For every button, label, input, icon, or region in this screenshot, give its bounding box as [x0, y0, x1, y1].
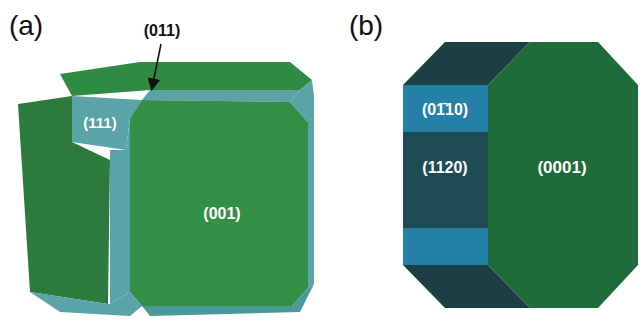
facet-label: (0001)	[537, 159, 586, 178]
hexagonal-crystal	[403, 42, 638, 308]
panel-letter: (b)	[349, 11, 383, 42]
facet-label: (01̄10)	[422, 101, 468, 119]
cubic-crystal	[18, 44, 314, 316]
facet-label: (001)	[203, 205, 240, 223]
facet-label: (111)	[83, 115, 116, 132]
facet-label: (011)	[144, 22, 180, 40]
facet-label: (1120)	[422, 159, 467, 177]
panel-letter: (a)	[9, 11, 43, 42]
